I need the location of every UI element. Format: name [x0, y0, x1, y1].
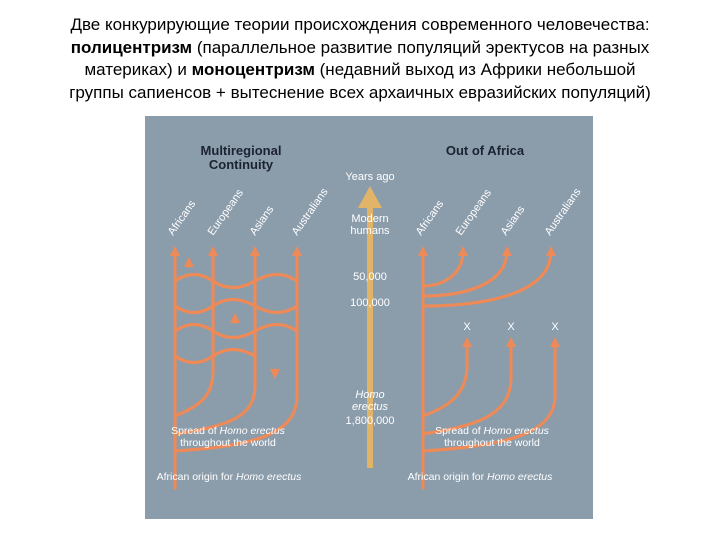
right-lineage-australians — [421, 245, 557, 308]
polycentrism-term: полицентризм — [70, 37, 193, 57]
right-lineage-asians — [421, 245, 513, 298]
archaic-lineage-europe — [421, 336, 473, 418]
extinct-mark-asia: X — [507, 321, 515, 333]
left-spread-italic: Homo erectus — [220, 425, 286, 437]
caption-line-3-rest: (недавний выход из Африки небольшой — [314, 60, 636, 79]
left-spread-text-1: Spread of — [171, 425, 217, 437]
right-lineage-europeans — [421, 245, 469, 288]
monocentrism-term: моноцентризм — [191, 60, 315, 79]
caption-line-2-rest: (параллельное развитие популяций эректус… — [192, 37, 650, 57]
multiregional-title-1: Multiregional — [201, 143, 282, 158]
right-spread-label-2: throughout the world — [444, 437, 540, 449]
left-lineage-australians — [173, 245, 303, 453]
left-origin-label: African origin for Homo erectus — [157, 471, 302, 483]
gene-flow-4 — [173, 347, 257, 365]
timeline-header: Years ago — [345, 171, 394, 183]
extinct-mark-europe: X — [463, 321, 471, 333]
gene-flow-1 — [173, 272, 299, 290]
left-spread-label-1: Spread of Homo erectus — [171, 425, 286, 437]
time-50000: 50,000 — [353, 271, 387, 283]
right-spread-label-1: Spread of Homo erectus — [435, 425, 550, 437]
caption-line-1: Две конкурирующие теории происхождения с… — [70, 15, 650, 34]
archaic-lineage-australia — [421, 336, 561, 453]
caption-line-3-start: материках) и — [84, 60, 192, 79]
time-100000: 100,000 — [350, 297, 390, 309]
caption-line-2: полицентризм (параллельное развитие попу… — [0, 37, 720, 60]
caption-line-3: материках) и моноцентризм (недавний выхо… — [0, 59, 720, 82]
left-origin-text: African origin for — [157, 471, 234, 483]
gene-flow-3 — [173, 322, 299, 340]
homo-erectus-label-1: Homo — [355, 389, 384, 401]
timeline: Years ago Modern humans 50,000 100,000 H… — [345, 171, 395, 468]
modern-humans-label-2: humans — [350, 225, 390, 237]
right-spread-text-1: Spread of — [435, 425, 481, 437]
right-origin-label: African origin for Homo erectus — [408, 471, 553, 483]
timeline-arrowhead — [358, 186, 382, 208]
multiregional-title-2: Continuity — [209, 157, 274, 172]
modern-humans-label-1: Modern — [351, 213, 388, 225]
right-origin-italic: Homo erectus — [487, 471, 553, 483]
time-1800000: 1,800,000 — [346, 415, 395, 427]
multiregional-branches — [169, 245, 303, 490]
left-lineage-europeans — [173, 245, 219, 418]
left-origin-italic: Homo erectus — [236, 471, 302, 483]
out-of-africa-title: Out of Africa — [446, 143, 525, 158]
right-spread-italic: Homo erectus — [484, 425, 550, 437]
theories-diagram: Years ago Modern humans 50,000 100,000 H… — [145, 116, 593, 519]
out-of-africa-branches — [417, 245, 561, 490]
caption: Две конкурирующие теории происхождения с… — [0, 14, 720, 104]
gene-flow-2 — [173, 297, 299, 315]
homo-erectus-label-2: erectus — [352, 401, 389, 413]
right-origin-text: African origin for — [408, 471, 485, 483]
theories-figure: Years ago Modern humans 50,000 100,000 H… — [145, 116, 593, 519]
left-spread-label-2: throughout the world — [180, 437, 276, 449]
extinct-mark-australia: X — [551, 321, 559, 333]
archaic-lineage-asia — [421, 336, 517, 436]
caption-line-4: группы сапиенсов + вытеснение всех архаи… — [69, 82, 651, 102]
left-lineage-asians — [173, 245, 261, 436]
